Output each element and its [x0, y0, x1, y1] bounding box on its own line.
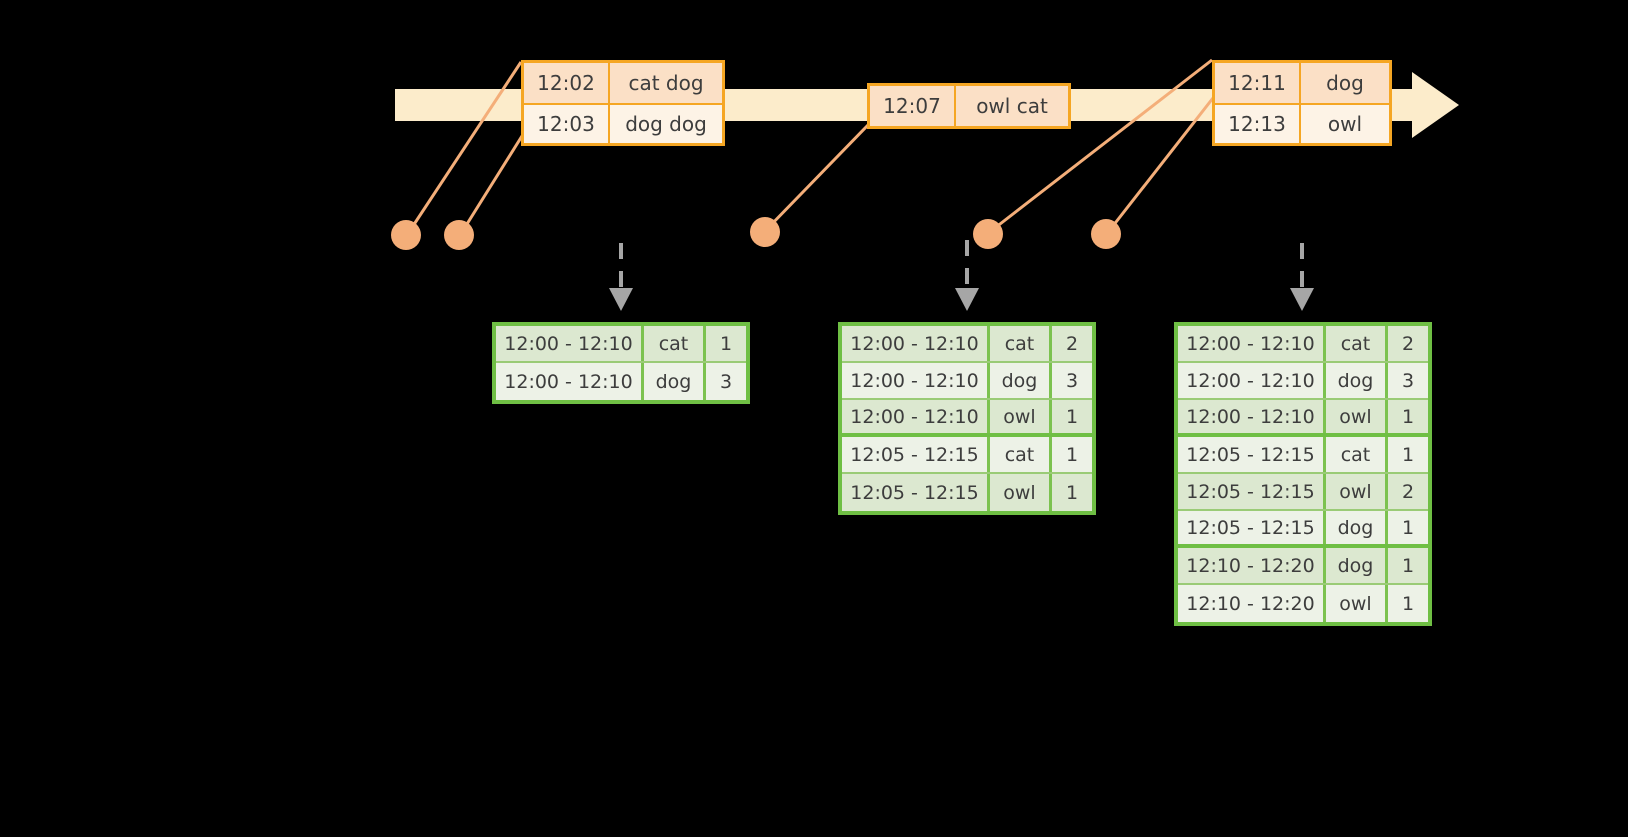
event-box-group-1[interactable]: 12:02 cat dog 12:03 dog dog: [521, 60, 725, 146]
count-cell: 1: [1401, 516, 1415, 539]
count-cell: 1: [1401, 554, 1415, 577]
count-cell: 1: [1401, 592, 1415, 615]
key-cell: dog: [1326, 363, 1388, 398]
event-row[interactable]: 12:02 cat dog: [524, 63, 722, 103]
event-dots: [391, 217, 1121, 250]
event-dot-5: [1091, 219, 1121, 249]
event-dot-4: [973, 219, 1003, 249]
key-cell: cat: [990, 326, 1052, 361]
count-cell: 1: [1065, 481, 1079, 504]
key-cell: owl: [990, 474, 1052, 511]
count-cell: 2: [1401, 332, 1415, 355]
flow-arrows: [609, 240, 1314, 311]
window-cell: 12:05 - 12:15: [842, 437, 990, 472]
event-time: 12:13: [1215, 105, 1301, 143]
key-cell: owl: [990, 400, 1052, 433]
count-cell: 1: [719, 332, 733, 355]
count-cell: 3: [1401, 369, 1415, 392]
event-row[interactable]: 12:07 owl cat: [870, 86, 1068, 126]
count-cell: 1: [1065, 405, 1079, 428]
event-time: 12:11: [1215, 63, 1301, 103]
key-cell: dog: [990, 363, 1052, 398]
window-cell: 12:00 - 12:10: [1178, 326, 1326, 361]
key-cell: dog: [1326, 548, 1388, 583]
event-row[interactable]: 12:03 dog dog: [524, 103, 722, 143]
event-row[interactable]: 12:11 dog: [1215, 63, 1389, 103]
window-cell: 12:00 - 12:10: [1178, 363, 1326, 398]
count-cell: 2: [1065, 332, 1079, 355]
count-cell: 1: [1401, 443, 1415, 466]
window-cell: 12:05 - 12:15: [1178, 474, 1326, 509]
key-cell: owl: [1326, 400, 1388, 433]
window-cell: 12:00 - 12:10: [842, 326, 990, 361]
window-cell: 12:05 - 12:15: [1178, 437, 1326, 472]
key-cell: cat: [990, 437, 1052, 472]
key-cell: dog: [1326, 511, 1388, 544]
count-cell: 1: [1401, 405, 1415, 428]
event-box-group-3[interactable]: 12:11 dog 12:13 owl: [1212, 60, 1392, 146]
key-cell: cat: [1326, 437, 1388, 472]
flow-arrow-1: [609, 243, 633, 311]
count-cell: 3: [719, 370, 733, 393]
window-cell: 12:10 - 12:20: [1178, 585, 1326, 622]
flow-arrow-2: [955, 240, 979, 311]
event-row[interactable]: 12:13 owl: [1215, 103, 1389, 143]
event-time: 12:02: [524, 63, 610, 103]
window-cell: 12:00 - 12:10: [842, 400, 990, 433]
event-value: dog: [1326, 71, 1364, 95]
event-value: owl cat: [976, 94, 1048, 118]
key-cell: dog: [644, 363, 706, 400]
event-dot-3: [750, 217, 780, 247]
key-cell: owl: [1326, 474, 1388, 509]
count-cell: 3: [1065, 369, 1079, 392]
key-cell: cat: [644, 326, 706, 361]
count-cell: 1: [1065, 443, 1079, 466]
window-cell: 12:00 - 12:10: [1178, 400, 1326, 433]
key-cell: cat: [1326, 326, 1388, 361]
event-value: owl: [1327, 112, 1363, 136]
event-value: cat dog: [628, 71, 704, 95]
event-box-group-2[interactable]: 12:07 owl cat: [867, 83, 1071, 129]
window-cell: 12:00 - 12:10: [842, 363, 990, 398]
window-cell: 12:05 - 12:15: [1178, 511, 1326, 544]
event-time: 12:07: [870, 86, 956, 126]
event-value: dog dog: [625, 112, 707, 136]
event-dot-2: [444, 220, 474, 250]
window-cell: 12:00 - 12:10: [496, 363, 644, 400]
event-time: 12:03: [524, 105, 610, 143]
key-cell: owl: [1326, 585, 1388, 622]
flow-arrow-3: [1290, 243, 1314, 311]
window-cell: 12:10 - 12:20: [1178, 548, 1326, 583]
window-cell: 12:05 - 12:15: [842, 474, 990, 511]
window-cell: 12:00 - 12:10: [496, 326, 644, 361]
count-cell: 2: [1401, 480, 1415, 503]
event-dot-1: [391, 220, 421, 250]
